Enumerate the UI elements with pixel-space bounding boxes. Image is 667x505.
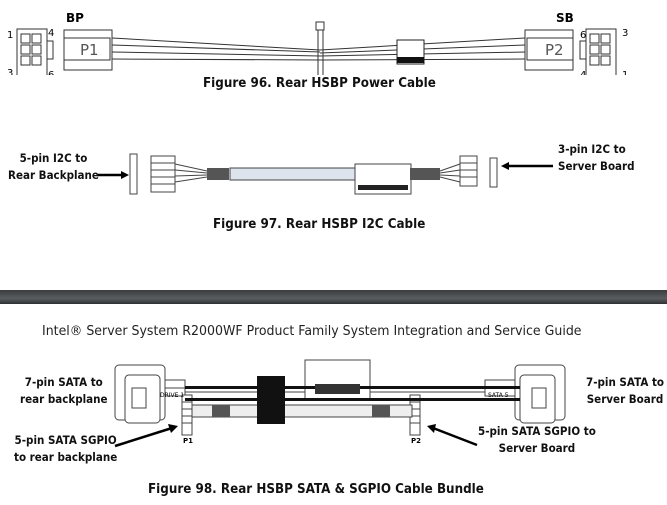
- i2c-right-label: 3-pin I2C to Server Board: [558, 141, 635, 175]
- i2c-cable-diagram: [97, 153, 553, 195]
- pin-3: 3: [622, 28, 628, 39]
- sata-sgpio-cable-diagram: DRIVE 1 SATA 5 P1 P2: [114, 359, 566, 448]
- label-line: 5-pin SATA SGPIO: [14, 433, 117, 447]
- ferrite-block: [257, 376, 285, 424]
- label-line: 7-pin SATA to: [24, 375, 103, 389]
- p2-label: P2: [411, 437, 421, 445]
- left-sgpio-arrow: [114, 426, 173, 448]
- right-sgpio-arrow: [432, 426, 478, 447]
- label-line: 5-pin SATA SGPIO to: [478, 424, 596, 438]
- label-line: 7-pin SATA to: [586, 375, 665, 389]
- sata-right-label: 7-pin SATA to Server Board: [586, 374, 664, 408]
- sata5-tag: SATA 5: [488, 392, 509, 399]
- label-line: Rear Backplane: [8, 168, 99, 182]
- drive1-tag: DRIVE 1: [160, 392, 184, 399]
- pin-6: 6: [580, 30, 586, 41]
- figure-98-caption: Figure 98. Rear HSBP SATA & SGPIO Cable …: [148, 482, 484, 497]
- pin-4: 4: [580, 70, 586, 75]
- i2c-left-label: 5-pin I2C to Rear Backplane: [8, 150, 99, 184]
- pin-1: 1: [7, 30, 13, 41]
- bp-label: BP: [66, 11, 84, 25]
- sata-left-label: 7-pin SATA to rear backplane: [20, 374, 108, 408]
- label-line: Server Board: [586, 392, 664, 406]
- figure-97-caption: Figure 97. Rear HSBP I2C Cable: [213, 217, 426, 232]
- p2-label: P2: [545, 41, 564, 59]
- label-line: 5-pin I2C to: [19, 151, 88, 165]
- label-line: 3-pin I2C to: [558, 142, 626, 156]
- pin-6: 6: [48, 70, 54, 75]
- sgpio-left-label: 5-pin SATA SGPIO to rear backplane: [14, 432, 117, 466]
- label-line: to rear backplane: [14, 450, 118, 464]
- pin-1: 1: [622, 70, 628, 75]
- left-connector-pins: [20, 33, 42, 66]
- sb-label: SB: [556, 11, 574, 25]
- p1-label: P1: [183, 437, 193, 445]
- sgpio-right-label: 5-pin SATA SGPIO to Server Board: [478, 423, 596, 457]
- pin-4: 4: [48, 28, 54, 39]
- document-header: Intel® Server System R2000WF Product Fam…: [42, 323, 582, 339]
- right-connector-pins: [589, 33, 611, 66]
- pin-3: 3: [7, 68, 13, 75]
- label-line: rear backplane: [20, 392, 108, 406]
- label-line: Server Board: [498, 441, 576, 455]
- power-cable-diagram: 1 4 3 6 6 3 4 1 BP SB P1 P2: [7, 11, 628, 75]
- p1-label: P1: [80, 41, 99, 59]
- label-line: Server Board: [558, 159, 635, 173]
- section-divider-bar: [0, 290, 667, 304]
- figure-96-caption: Figure 96. Rear HSBP Power Cable: [203, 76, 436, 91]
